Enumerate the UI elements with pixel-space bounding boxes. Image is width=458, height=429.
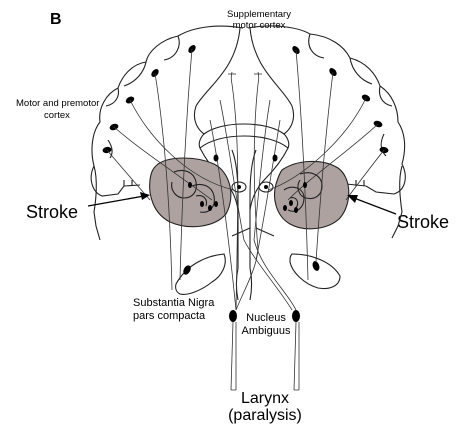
- stroke-label-right: Stroke: [397, 212, 449, 232]
- left-hemisphere-outline: [90, 25, 244, 241]
- left-projection-fibers: [106, 48, 293, 311]
- stroke-arrow-left: [87, 192, 150, 207]
- right-cortical-neurons: [254, 46, 389, 154]
- left-cortical-neurons: [102, 45, 236, 154]
- supplementary-label-line2: motor cortex: [233, 20, 286, 31]
- right-hemisphere-outline: [247, 25, 406, 239]
- nucleus-ambiguus-label-line2: Ambiguus: [242, 325, 291, 337]
- larynx-label-line2: (paralysis): [228, 407, 302, 424]
- basal-ganglia-neurons: [188, 154, 307, 213]
- nucleus-ambiguus-label-line1: Nucleus: [246, 312, 286, 324]
- larynx-label-line1: Larynx: [241, 390, 289, 407]
- decussation-marks: [231, 227, 275, 237]
- supplementary-label-line1: Supplementary: [227, 9, 291, 20]
- nucleus-ambiguus: [229, 310, 300, 322]
- substantia-nigra-label-line1: Substantia Nigra: [133, 297, 215, 309]
- panel-label: B: [50, 11, 62, 28]
- substantia-nigra-label-line2: pars compacta: [133, 310, 206, 322]
- right-lesion: [273, 160, 350, 230]
- substantia-nigra-left: [175, 253, 226, 295]
- motor-cortex-label-line1: Motor and premotor: [16, 98, 99, 109]
- right-projection-fibers: [235, 49, 385, 311]
- stroke-arrow-right: [347, 195, 397, 215]
- stroke-label-left: Stroke: [26, 202, 78, 222]
- vagus-nerve-fibers: [230, 321, 300, 391]
- motor-cortex-label-line2: cortex: [44, 110, 70, 121]
- substantia-nigra-right: [289, 253, 341, 290]
